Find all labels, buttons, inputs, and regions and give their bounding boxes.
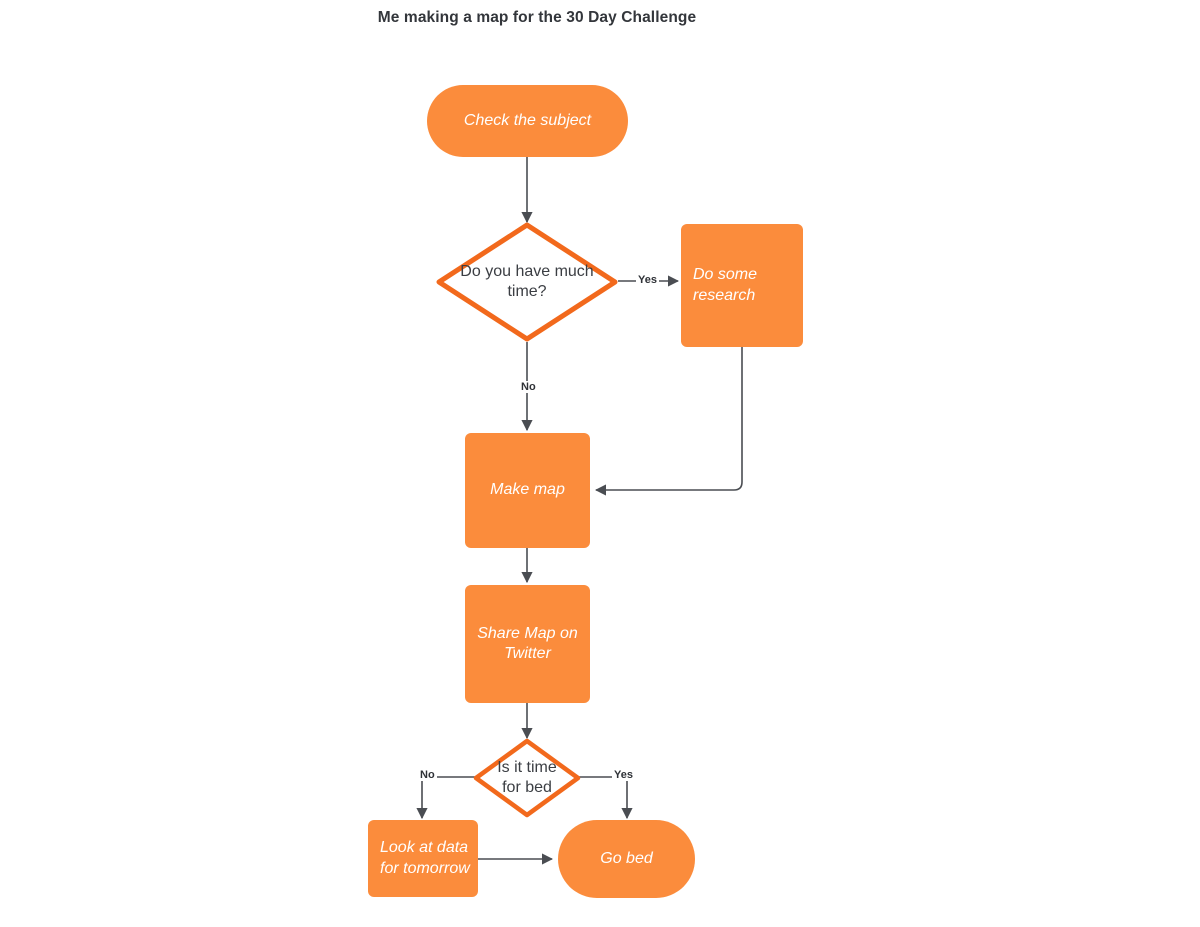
node-havetime-line1: Do you have much: [460, 262, 594, 280]
node-go-bed-label: Go bed: [600, 849, 653, 867]
edge-label-yes-gobed: Yes: [612, 769, 635, 781]
node-do-some-research-label: Do some research: [693, 265, 757, 306]
node-share-line1: Share Map on: [477, 624, 578, 642]
node-research-line1: Do some: [693, 266, 758, 284]
node-look-at-data-for-tomorrow[interactable]: Look at data for tomorrow: [368, 820, 478, 897]
node-do-you-have-much-time-label: Do you have much time?: [436, 222, 618, 342]
edge-label-no-lookdata: No: [418, 769, 437, 781]
node-lookdata-line1: Look at data: [380, 839, 469, 857]
node-lookdata-line2: for tomorrow: [380, 859, 470, 877]
node-is-it-time-for-bed[interactable]: Is it time for bed: [473, 738, 581, 818]
node-share-map-label: Share Map on Twitter: [465, 624, 590, 665]
node-check-subject[interactable]: Check the subject: [427, 85, 628, 157]
node-share-map-on-twitter[interactable]: Share Map on Twitter: [465, 585, 590, 703]
node-havetime-line2: time?: [507, 283, 547, 300]
edge-research-to-makemap: [594, 347, 743, 496]
diamond-shape: [473, 738, 581, 818]
node-do-some-research[interactable]: Do some research: [681, 224, 803, 347]
node-share-line2: Twitter: [504, 645, 551, 662]
edge-bedtime-to-lookdata: [416, 776, 476, 820]
page-title: Me making a map for the 30 Day Challenge: [377, 9, 697, 26]
node-check-subject-label: Check the subject: [463, 111, 592, 129]
node-research-line2: research: [693, 286, 756, 304]
edge-label-yes-research: Yes: [636, 274, 659, 286]
node-go-bed[interactable]: Go bed: [558, 820, 695, 898]
diamond-shape: [436, 222, 618, 342]
node-do-you-have-much-time[interactable]: Do you have much time?: [436, 222, 618, 342]
node-make-map[interactable]: Make map: [465, 433, 590, 548]
edge-label-no-makemap: No: [519, 381, 538, 393]
node-make-map-label: Make map: [490, 481, 565, 499]
node-bedtime-line1: Is it time: [497, 758, 557, 776]
node-is-it-time-for-bed-label: Is it time for bed: [473, 738, 581, 818]
node-bedtime-line2: for bed: [502, 779, 552, 796]
node-look-at-data-label: Look at data for tomorrow: [380, 838, 470, 879]
edge-bedtime-to-gobed: [578, 776, 633, 820]
